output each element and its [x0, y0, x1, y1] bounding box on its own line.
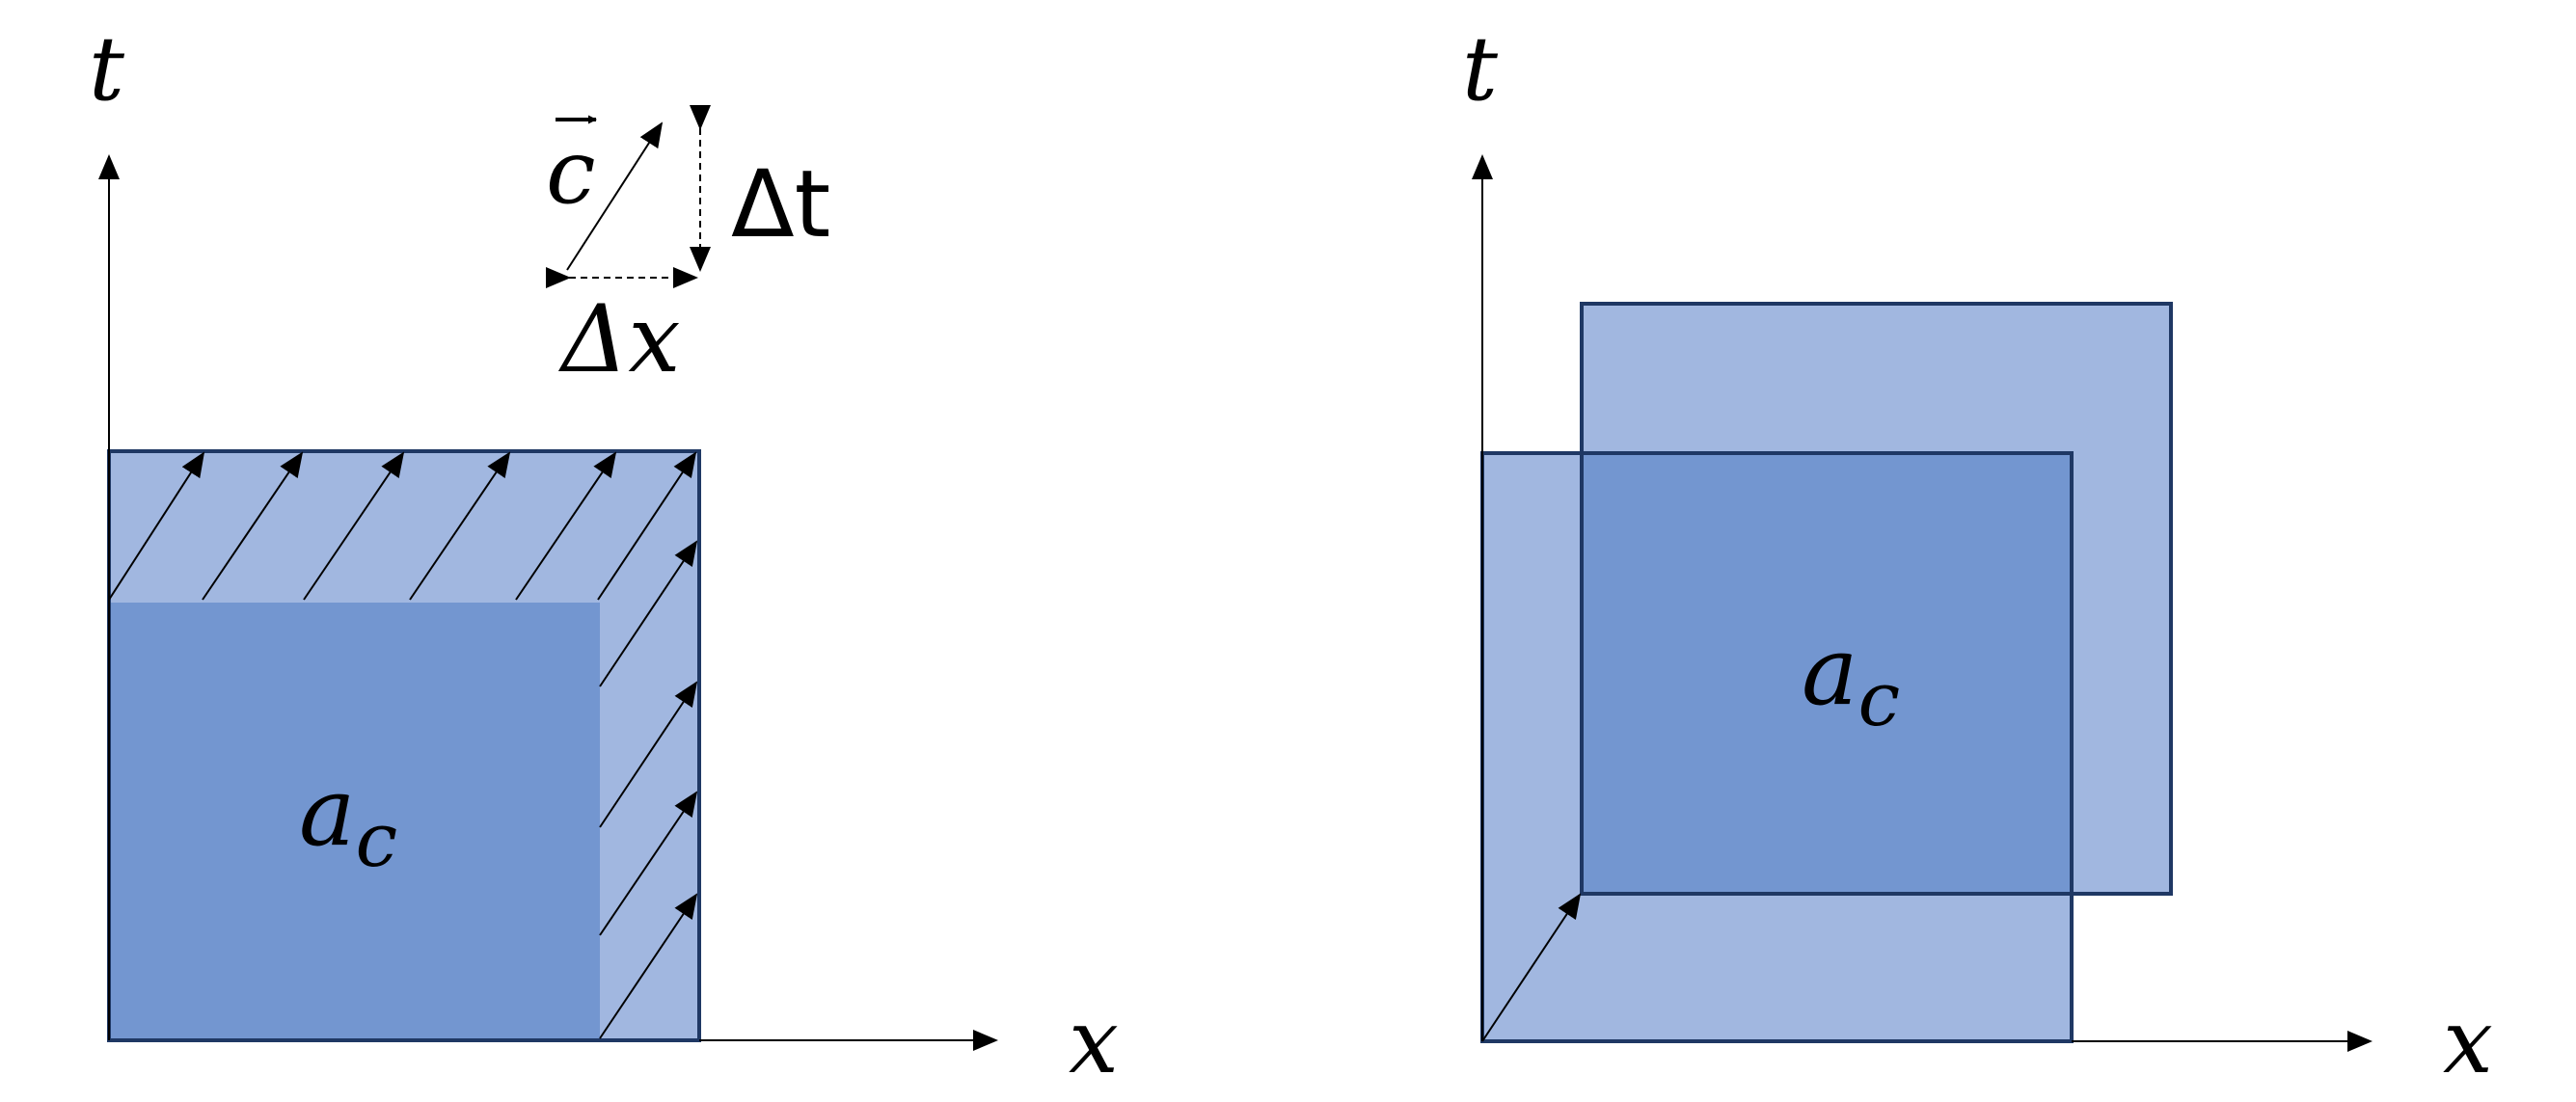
left-panel: t x ac c Δt Δx — [89, 17, 1119, 1093]
left-region-label: ac — [299, 758, 397, 884]
characteristic-arrow — [108, 451, 205, 601]
delta-x-label: Δx — [557, 285, 680, 393]
characteristic-arrow — [599, 893, 698, 1039]
right-displacement-arrow — [1481, 893, 1582, 1042]
right-shifted-outline — [1580, 302, 2173, 896]
velocity-vector-legend: c Δt Δx — [546, 105, 830, 393]
left-x-axis-label: x — [1069, 990, 1119, 1093]
right-panel: t x ac — [1462, 17, 2493, 1093]
velocity-vector-arrow — [566, 121, 664, 271]
characteristic-arrow — [599, 681, 698, 828]
characteristic-arrow — [599, 791, 698, 936]
characteristic-arrow — [515, 451, 617, 601]
velocity-vector-label: c — [546, 121, 596, 224]
characteristic-arrow — [202, 451, 304, 601]
characteristic-arrow — [597, 451, 697, 601]
left-dark-region — [109, 603, 600, 1040]
characteristic-arrow — [303, 451, 405, 601]
characteristic-arrow — [409, 451, 511, 601]
delta-t-label: Δt — [731, 150, 830, 258]
right-t-axis-label: t — [1462, 17, 1499, 121]
right-region-label: ac — [1802, 617, 1900, 743]
right-overlap-region — [1582, 453, 2072, 894]
right-x-axis-label: x — [2443, 990, 2493, 1093]
left-top-characteristic-arrows — [108, 451, 697, 601]
left-t-axis-label: t — [89, 17, 125, 121]
characteristic-arrow — [599, 540, 698, 687]
left-right-characteristic-arrows — [599, 540, 698, 1039]
